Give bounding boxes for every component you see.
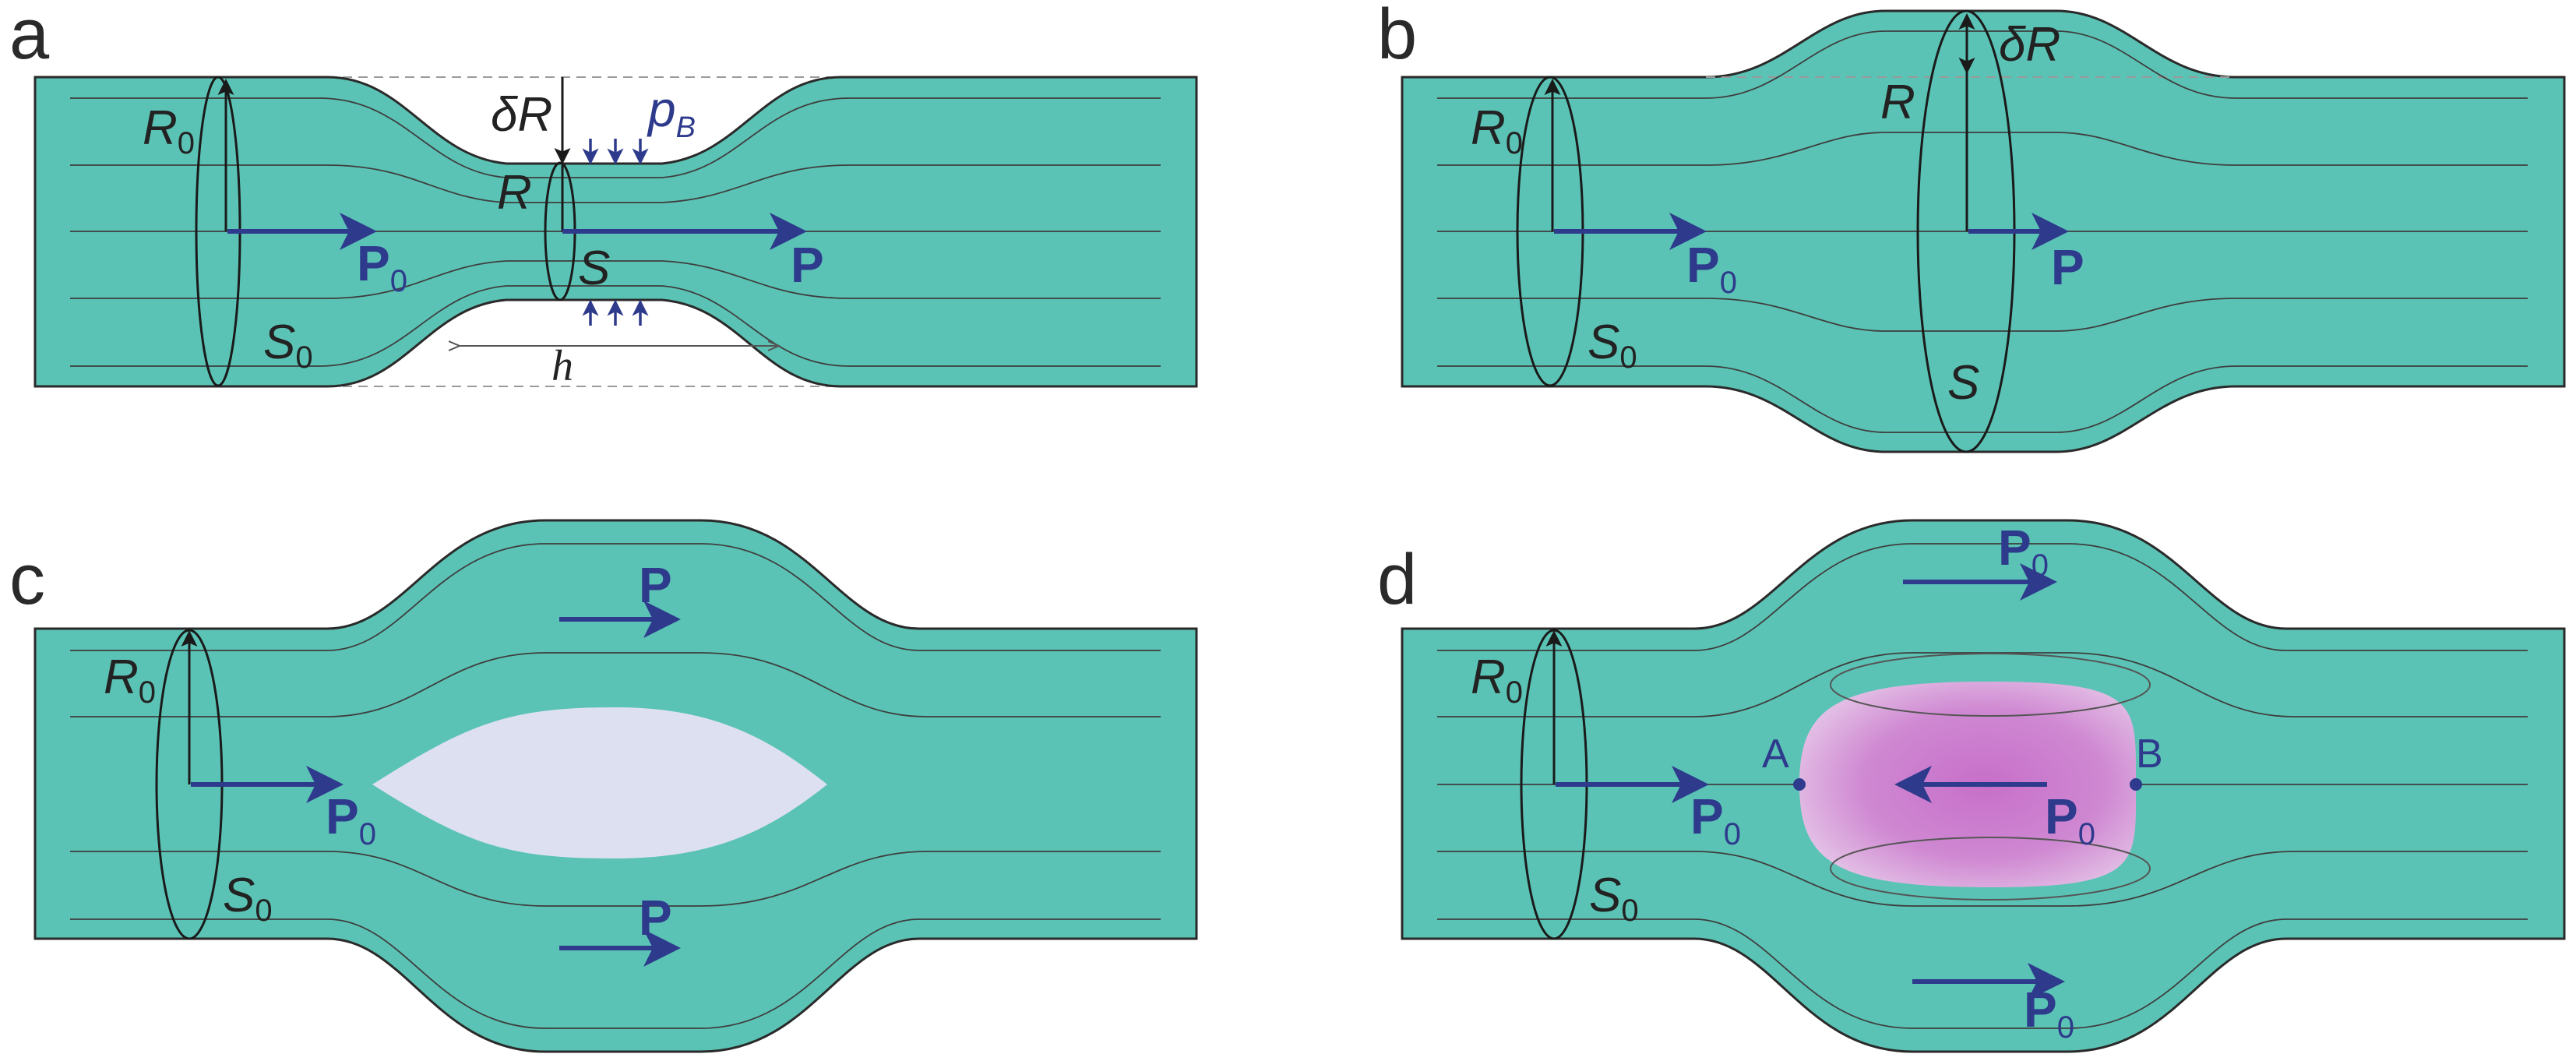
label-S0-b: S0 xyxy=(1588,315,1637,375)
label-pB: pB xyxy=(647,81,696,144)
label-P0-mid: P0 xyxy=(2045,788,2095,851)
label-A: A xyxy=(1762,731,1789,777)
label-dR-b: δR xyxy=(1999,18,2060,72)
label-S: S xyxy=(578,241,610,295)
label-dR: δR xyxy=(491,88,552,142)
label-S0-c: S0 xyxy=(223,869,273,928)
label-R0: R0 xyxy=(143,101,195,160)
label-P0-c: P0 xyxy=(326,788,376,851)
panel-letter-d: d xyxy=(1377,540,1417,619)
point-B xyxy=(2130,778,2142,791)
pressure-arrows-bottom xyxy=(582,299,649,326)
label-P0-b: P0 xyxy=(1686,237,1737,300)
streamlines-b xyxy=(1437,30,2528,433)
label-P0-top: P0 xyxy=(1998,520,2049,583)
label-B: B xyxy=(2136,731,2163,777)
vortex-ring-top xyxy=(1830,653,2151,717)
cavity xyxy=(372,707,827,858)
panel-letter-b: b xyxy=(1377,0,1417,74)
label-P-top: P xyxy=(639,557,672,613)
panel-c: c R0 S0 P0 P P xyxy=(9,519,1198,1053)
label-S0: S0 xyxy=(263,315,313,375)
pressure-arrows-top xyxy=(582,139,649,165)
panel-d: d R0 S0 P0 P0 P0 P0 A B xyxy=(1377,519,2566,1053)
panel-letter-a: a xyxy=(9,0,50,74)
label-P-b: P xyxy=(2051,239,2084,295)
label-S-b: S xyxy=(1947,356,1979,410)
label-R0-d: R0 xyxy=(1471,650,1523,710)
label-P0-d: P0 xyxy=(1690,788,1741,851)
label-h: h xyxy=(551,342,573,390)
label-P0-bottom: P0 xyxy=(2024,982,2074,1045)
streamlines-c xyxy=(70,543,1161,1029)
label-R0-c: R0 xyxy=(104,650,156,710)
panel-letter-c: c xyxy=(9,540,45,619)
vortex-ring-bottom xyxy=(1830,837,2151,901)
streamlines-a xyxy=(70,97,1161,367)
label-P-bottom: P xyxy=(639,890,672,946)
label-R-b: R xyxy=(1880,76,1915,129)
label-P: P xyxy=(791,237,824,293)
label-P0: P0 xyxy=(357,235,407,298)
panel-b: b R0 S0 P0 δR R S P xyxy=(1377,0,2566,453)
label-S0-d: S0 xyxy=(1589,869,1639,928)
label-R: R xyxy=(497,166,532,220)
panel-a: a R0 S0 P0 δR pB xyxy=(9,0,1198,390)
point-A xyxy=(1793,778,1806,791)
label-R0-b: R0 xyxy=(1471,101,1523,160)
